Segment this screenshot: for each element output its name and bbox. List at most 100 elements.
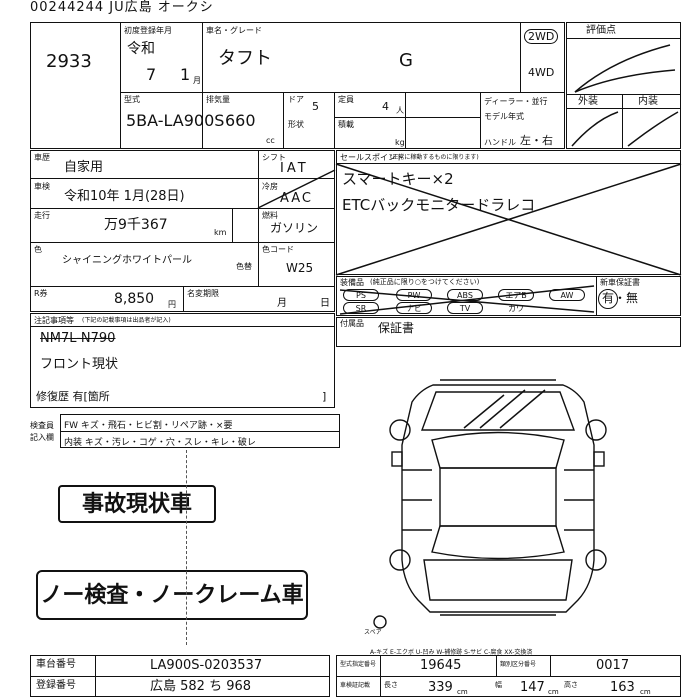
sales-header: セールスポイント (340, 153, 404, 162)
color-code-label: 色コード (262, 245, 294, 254)
type-number-label: 型式指定番号 (340, 661, 377, 668)
dimensions-label: 車検証記載 (340, 682, 371, 689)
top-frame (30, 22, 565, 149)
handle-value: 左・右 (520, 134, 553, 147)
exterior-label: 外装 (578, 96, 598, 107)
registration-label: 初度登録年月 (124, 26, 172, 35)
notes-header-note: (下記の記載事項は出品者が記入) (82, 317, 171, 324)
legend-text: A-キズ E-エクボ U-凹み W-補修跡 S-サビ C-腐食 XX-交換済 (370, 649, 533, 656)
car-name: タフト (218, 48, 272, 69)
registration-era: 令和 (127, 41, 155, 57)
date-month: 月 (277, 298, 287, 309)
inspector-row2: 内装 キズ・汚レ・コゲ・穴・スレ・キレ・破レ (64, 438, 256, 448)
drive-2wd: 2WD (524, 29, 559, 44)
type-number-value: 19645 (420, 658, 462, 673)
noclaim-stamp: ノー検査・ノークレーム車 (36, 570, 308, 620)
accessories-value: 保証書 (378, 321, 415, 335)
equipment-note: (純正品に限り○をつけてください) (370, 278, 480, 286)
category-value: 0017 (596, 658, 630, 673)
width-label: 幅 (495, 681, 502, 689)
registration-month: 1 (180, 65, 191, 84)
spare-label: スペア (364, 629, 382, 636)
dealer-label: ディーラー・並行 (484, 97, 548, 106)
length-value: 339 (428, 680, 453, 695)
warranty-circle (598, 289, 618, 309)
displacement-value: 660 (225, 111, 256, 130)
history-value: 自家用 (64, 160, 104, 175)
displacement-unit: cc (266, 136, 275, 145)
sales-frame (336, 150, 681, 275)
inspection-value: 令和10年 1月(28日) (64, 189, 185, 204)
warranty-label: 新車保証書 (600, 278, 640, 287)
width-value: 147 (520, 680, 545, 695)
notes-front: フロント現状 (40, 357, 119, 372)
accessories-frame (336, 317, 681, 347)
fuel-value: ガソリン (270, 221, 319, 235)
model-year-label: モデル年式 (484, 112, 524, 121)
width-unit: cm (548, 688, 559, 696)
notes-repair: 修復歴 有[箇所 (36, 390, 110, 403)
date-label: 名変期限 (187, 289, 219, 298)
height-label: 高さ (564, 681, 578, 689)
equip-airbag: エアB (498, 289, 534, 301)
mileage-value: 万9千367 (104, 217, 168, 233)
notes-strike: NM7L-N790 (40, 331, 116, 346)
model-label: 型式 (124, 95, 140, 104)
shift-label: シフト (262, 153, 286, 162)
ac-value: AAC (280, 191, 313, 206)
displacement-label: 排気量 (206, 95, 230, 104)
length-label: 長さ (384, 681, 398, 689)
interior-label: 内装 (638, 96, 658, 107)
registration-year: 7 (146, 65, 157, 84)
notes-bracket: ] (322, 390, 327, 403)
evaluation-label: 評価点 (586, 25, 616, 36)
seats-label: 定員 (338, 95, 354, 104)
height-value: 163 (610, 680, 635, 695)
notes-header: 注記事項等 (34, 316, 74, 325)
equip-ps: PS (343, 289, 379, 301)
color-change-label: 色替 (236, 262, 252, 271)
equipment-label: 装備品 (340, 278, 364, 287)
plate-value: 広島 582 ち 968 (150, 679, 252, 694)
length-unit: cm (457, 688, 468, 696)
sales-header-note: (正常に稼動するものに限ります) (390, 154, 479, 161)
inspector-row1: FW キズ・飛石・ヒビ割・リペア跡・×要 (64, 421, 233, 431)
recycle-unit: 円 (168, 300, 176, 309)
car-grade: G (399, 50, 413, 71)
equip-sr: SR (343, 302, 379, 314)
load-label: 積載 (338, 120, 354, 129)
chassis-label: 車台番号 (36, 659, 76, 670)
seats-value: 4 (382, 100, 389, 113)
notes-frame (30, 313, 335, 408)
lot-number: 2933 (46, 51, 92, 72)
color-code: W25 (286, 261, 314, 275)
inspector-label1: 検査員 (30, 421, 54, 430)
doors-label: ドア (288, 95, 304, 104)
recycle-label: R券 (34, 289, 48, 298)
recycle-value: 8,850 (114, 291, 155, 307)
header-text: 00244244 JU広島 オークシ (30, 0, 214, 15)
details-frame (30, 150, 335, 312)
equip-leather: カワ (508, 304, 524, 313)
seats-unit: 人 (396, 106, 404, 115)
ac-label: 冷房 (262, 182, 278, 191)
category-label: 類別区分番号 (500, 661, 537, 668)
doors-value: 5 (312, 100, 319, 113)
accessories-label: 付属品 (340, 319, 364, 328)
shift-value: IAT (280, 161, 309, 176)
inspector-label2: 記入欄 (30, 433, 54, 442)
history-label: 車歴 (34, 153, 50, 162)
shape-label: 形状 (288, 120, 304, 129)
mileage-label: 走行 (34, 211, 50, 220)
accident-stamp: 事故現状車 (58, 485, 216, 523)
handle-label: ハンドル (484, 138, 516, 147)
mileage-unit: km (214, 228, 227, 237)
plate-label: 登録番号 (36, 680, 76, 691)
inspection-label: 車検 (34, 182, 50, 191)
equip-tv: TV (447, 302, 483, 314)
model-value: 5BA-LA900S (126, 111, 225, 130)
load-unit: kg (395, 138, 405, 147)
drive-4wd: 4WD (528, 66, 555, 79)
date-day: 日 (320, 298, 330, 309)
